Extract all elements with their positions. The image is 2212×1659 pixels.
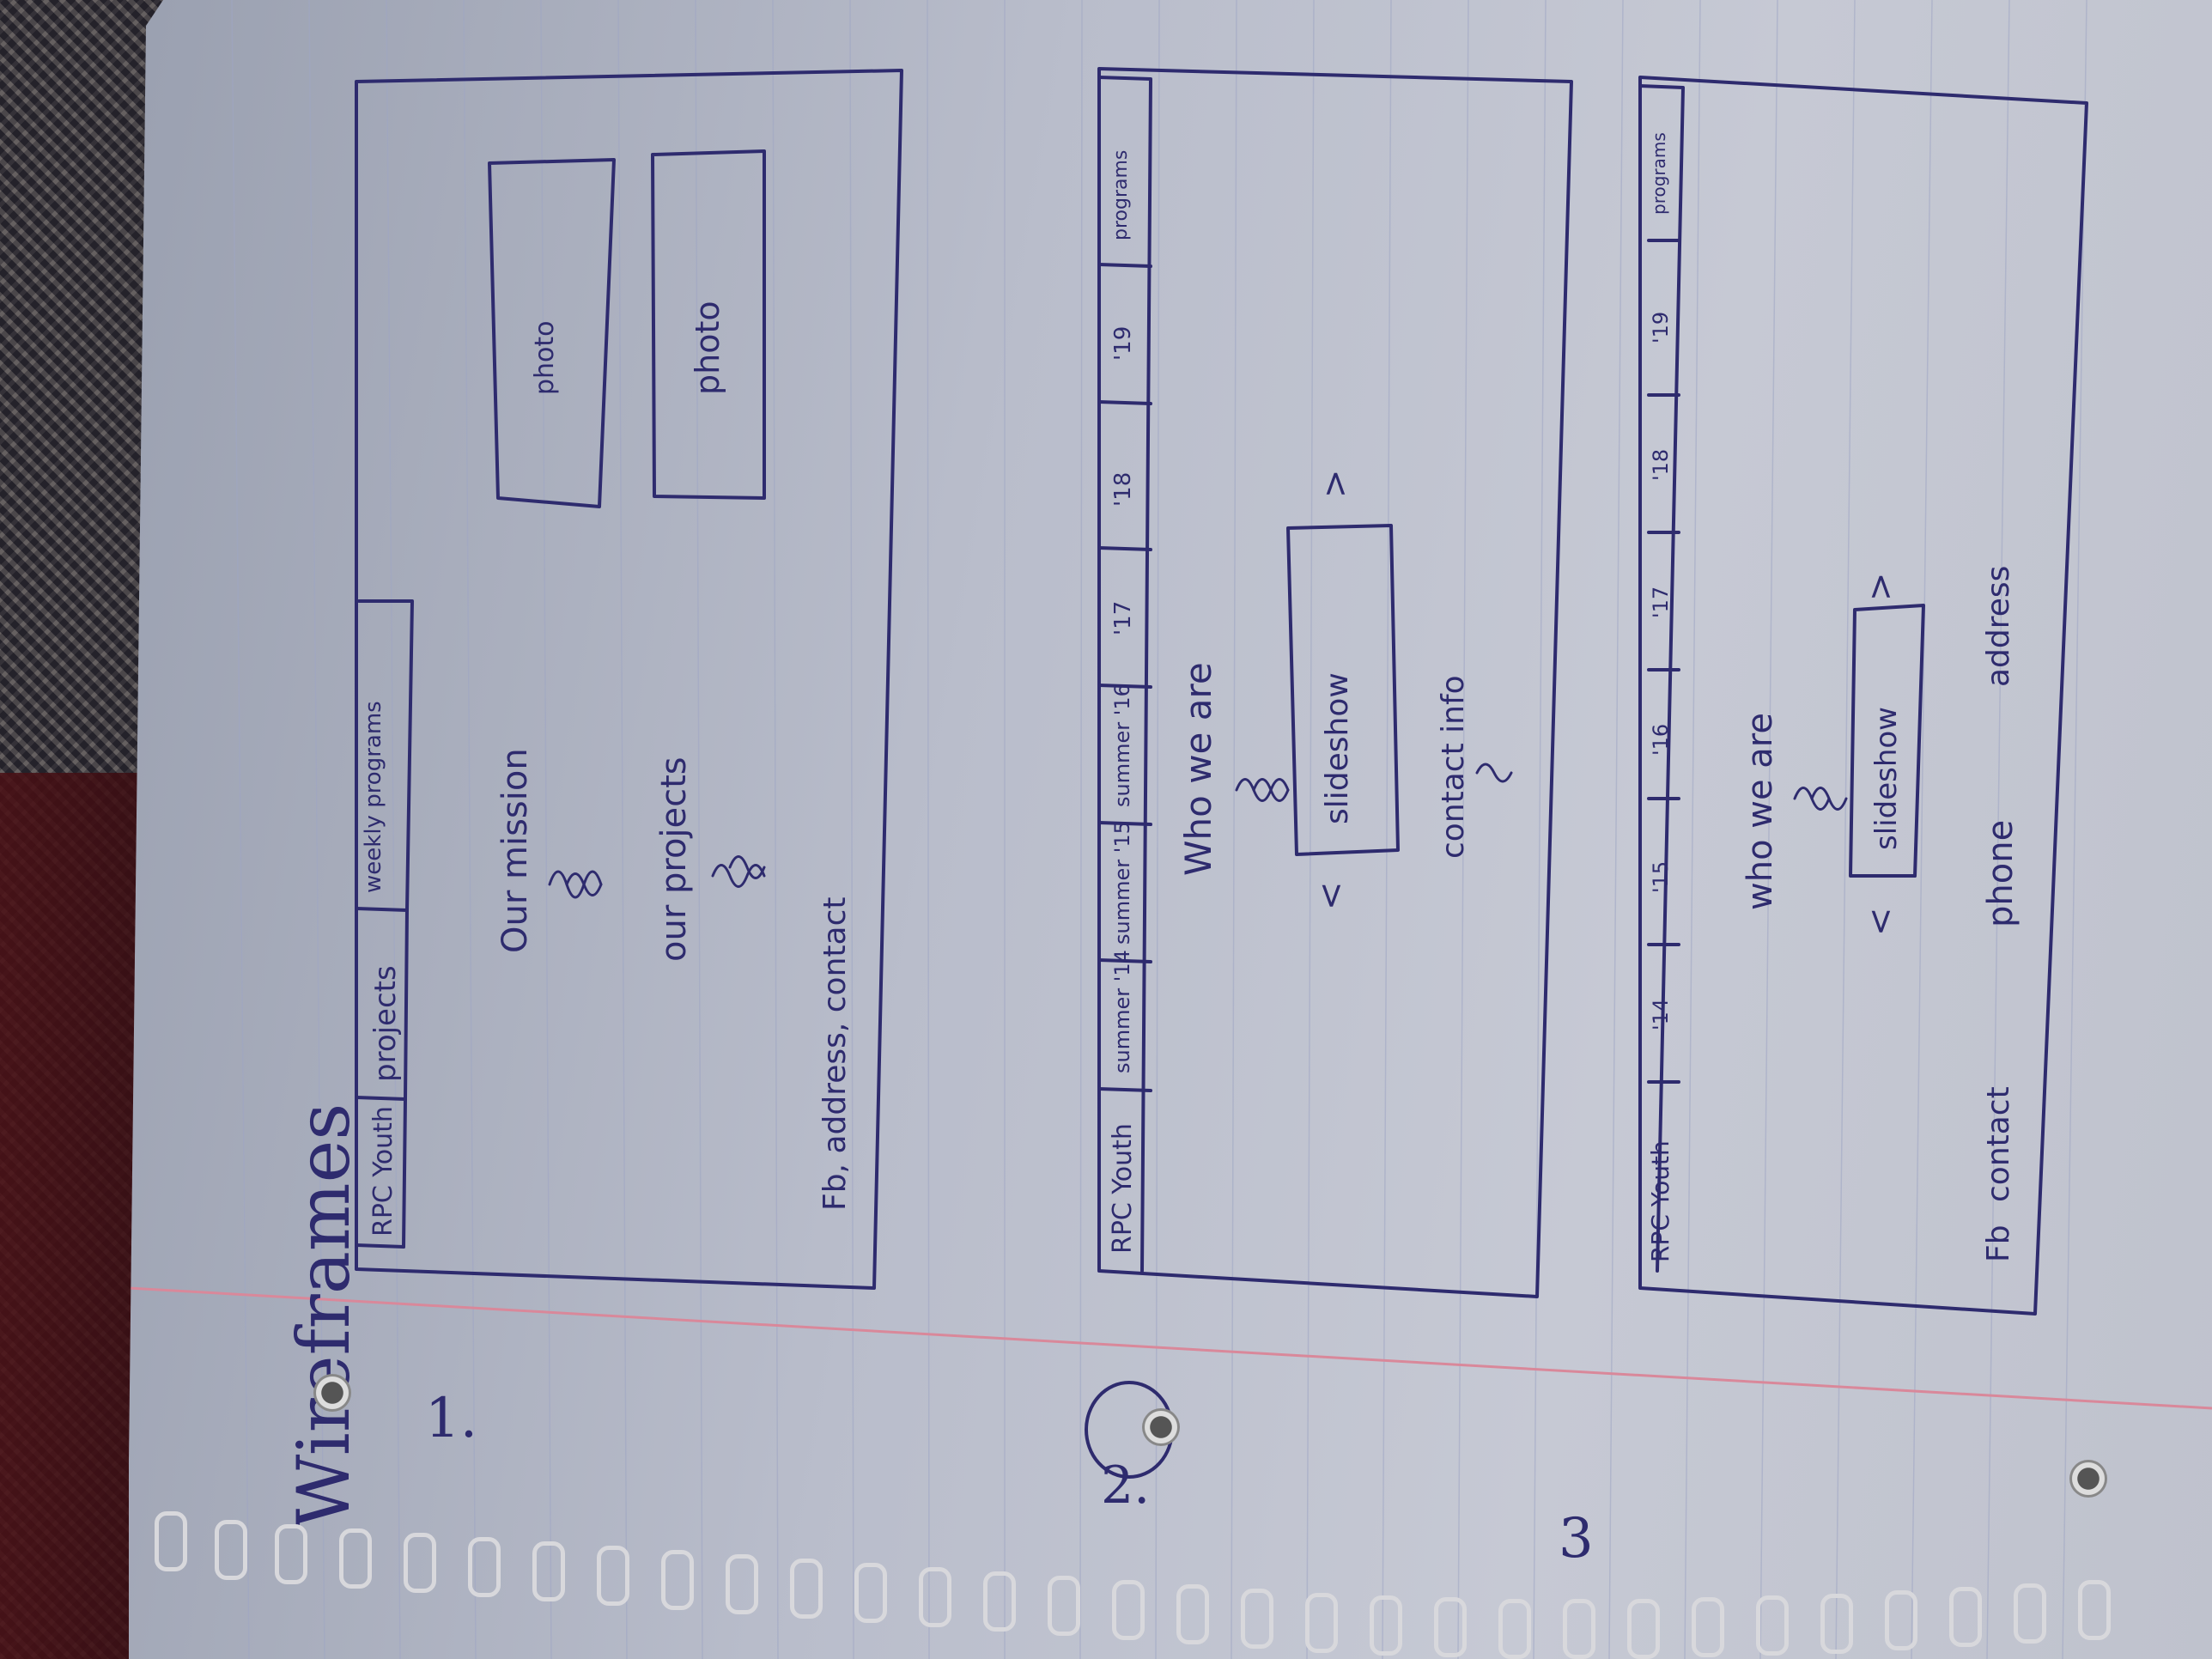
w3-nav-item: '14	[1649, 998, 1673, 1030]
w3-nav-item: programs	[1649, 132, 1669, 215]
page-heading: Wireframes	[282, 1103, 366, 1528]
w2-nav-item: summer '16	[1110, 684, 1134, 807]
w1-footer: Fb, address, contact	[817, 896, 853, 1211]
w2-nav-item: summer '15	[1110, 821, 1134, 945]
w3-nav-item: '18	[1649, 448, 1673, 481]
w3-footer-item: phone	[1981, 819, 2021, 927]
w1-nav-item: projects	[368, 965, 403, 1082]
w2-nav-item: summer '14	[1110, 950, 1134, 1073]
w3-next-arrow: >	[1861, 572, 1900, 601]
w1-photo-label: photo	[530, 320, 560, 395]
w2-slideshow-label: slideshow	[1320, 672, 1355, 824]
wireframe-3-number: 3	[1559, 1507, 1594, 1571]
notebook-page: Wireframes 1. RPC Youth projects weekly …	[129, 0, 2212, 1659]
binder-hole	[313, 1374, 351, 1412]
w3-footer-item: contact	[1981, 1086, 2016, 1202]
w3-slideshow-label: slideshow	[1869, 707, 1904, 850]
w3-heading: who we are	[1741, 713, 1780, 910]
binder-hole	[2069, 1460, 2107, 1498]
wireframe-2-number: 2.	[1101, 1455, 1151, 1516]
wireframe-1-number: 1.	[425, 1387, 478, 1450]
w1-nav-item: RPC Youth	[368, 1106, 398, 1237]
w2-heading: Who we are	[1177, 662, 1219, 876]
w3-nav-item: '19	[1649, 311, 1673, 343]
w1-nav-item: weekly programs	[361, 701, 386, 893]
w1-section-title: Our mission	[495, 748, 535, 953]
w2-nav-item: '19	[1110, 325, 1136, 361]
w3-footer-item: address	[1981, 565, 2016, 687]
wireframe-3-outline	[1638, 76, 2088, 1316]
w2-nav-item: programs	[1110, 149, 1132, 240]
w3-nav-item: RPC Youth	[1646, 1140, 1674, 1262]
w3-prev-arrow: <	[1861, 907, 1900, 936]
w1-section-title: our projects	[654, 757, 694, 962]
wireframe-2-outline	[1097, 67, 1573, 1298]
w3-nav-item: '17	[1649, 586, 1673, 618]
w2-next-arrow: >	[1316, 469, 1355, 498]
w3-nav-item: '15	[1649, 860, 1673, 893]
binder-hole	[1142, 1408, 1180, 1446]
w2-nav-item: '17	[1110, 600, 1136, 635]
page-lines	[129, 0, 2212, 1659]
w2-contact-info: contact info	[1436, 675, 1471, 859]
w3-nav-item: '16	[1649, 723, 1673, 756]
wireframe-1-outline	[355, 69, 903, 1290]
w2-nav-item: RPC Youth	[1108, 1123, 1138, 1254]
w2-prev-arrow: <	[1311, 881, 1351, 910]
w3-footer-item: Fb	[1981, 1224, 2016, 1262]
w2-nav-item: '18	[1110, 471, 1136, 507]
w1-photo-label: photo	[689, 301, 726, 395]
